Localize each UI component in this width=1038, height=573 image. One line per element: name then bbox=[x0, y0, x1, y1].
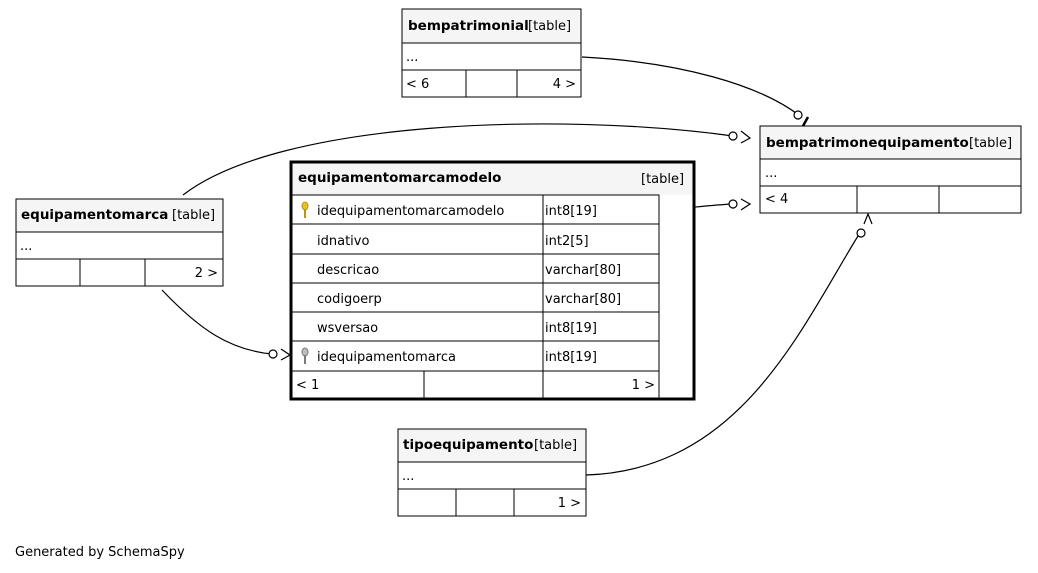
columns-placeholder: ... bbox=[402, 469, 414, 484]
column-type: varchar[80] bbox=[545, 292, 621, 307]
crowfoot-marker-icon bbox=[280, 348, 292, 361]
column-type: int8[19] bbox=[545, 350, 597, 365]
table-bempatrimonial[interactable]: bempatrimonial [table] ... < 6 4 > bbox=[401, 8, 582, 98]
generated-by-note: Generated by SchemaSpy bbox=[15, 545, 185, 560]
children-count: 1 > bbox=[558, 496, 581, 511]
column-type: int2[5] bbox=[545, 234, 589, 249]
edge-tipoequipamento-bempatrimonequipamento bbox=[585, 235, 859, 476]
edge-bempatrimonial-bempatrimonequipamento bbox=[581, 56, 801, 117]
column-name: idequipamentomarca bbox=[317, 350, 456, 365]
parents-count: < 6 bbox=[406, 77, 429, 92]
columns-placeholder: ... bbox=[765, 166, 777, 181]
table-name: equipamentomarca bbox=[21, 207, 168, 223]
table-tipoequipamento[interactable]: tipoequipamento [table] ... 1 > bbox=[397, 428, 587, 517]
column-type: int8[19] bbox=[545, 321, 597, 336]
table-bempatrimonequipamento[interactable]: bempatrimonequipamento [table] ... < 4 bbox=[759, 125, 1022, 214]
crowfoot-marker-icon bbox=[863, 212, 873, 225]
foreign-key-icon bbox=[301, 347, 309, 364]
column-name: descricao bbox=[317, 263, 379, 278]
column-name: idequipamentomarcamodelo bbox=[317, 204, 504, 219]
parents-count: < 4 bbox=[765, 192, 788, 207]
table-kind: [table] bbox=[534, 438, 577, 453]
children-count: 4 > bbox=[553, 77, 576, 92]
column-type: int8[19] bbox=[545, 204, 597, 219]
crowfoot-marker-icon bbox=[740, 198, 752, 211]
optional-marker-icon bbox=[728, 199, 738, 209]
optional-marker-icon bbox=[856, 228, 866, 238]
columns-placeholder: ... bbox=[20, 239, 32, 254]
edge-equipamentomarca-bempatrimonequipamento bbox=[182, 123, 734, 196]
table-name: equipamentomarcamodelo bbox=[298, 170, 501, 186]
one-marker-icon bbox=[801, 116, 810, 127]
table-equipamentomarcamodelo[interactable]: equipamentomarcamodelo [table] idequipa bbox=[289, 160, 696, 401]
table-kind: [table] bbox=[528, 19, 571, 34]
key-icon bbox=[301, 201, 309, 218]
column-name: codigoerp bbox=[317, 292, 382, 307]
table-kind: [table] bbox=[969, 136, 1012, 151]
column-type: varchar[80] bbox=[545, 263, 621, 278]
children-count: 1 > bbox=[632, 378, 655, 393]
parents-count: < 1 bbox=[296, 378, 319, 393]
table-name: bempatrimonequipamento bbox=[766, 135, 969, 151]
edge-equipamentomarca-equipamentomarcamodelo bbox=[161, 289, 273, 355]
children-count: 2 > bbox=[195, 266, 218, 281]
table-kind: [table] bbox=[641, 172, 684, 187]
table-name: bempatrimonial bbox=[408, 18, 529, 34]
table-kind: [table] bbox=[172, 208, 215, 223]
optional-marker-icon bbox=[728, 131, 738, 141]
crowfoot-marker-icon bbox=[740, 130, 752, 144]
edge-markers bbox=[268, 110, 873, 361]
column-list: idequipamentomarcamodelo int8[19] idnati… bbox=[317, 204, 621, 365]
optional-marker-icon bbox=[268, 349, 278, 359]
column-name: idnativo bbox=[317, 234, 369, 249]
table-equipamentomarca[interactable]: equipamentomarca [table] ... 2 > bbox=[15, 198, 224, 287]
column-name: wsversao bbox=[317, 321, 378, 336]
table-name: tipoequipamento bbox=[403, 437, 533, 453]
columns-placeholder: ... bbox=[406, 50, 418, 65]
optional-marker-icon bbox=[793, 110, 803, 120]
